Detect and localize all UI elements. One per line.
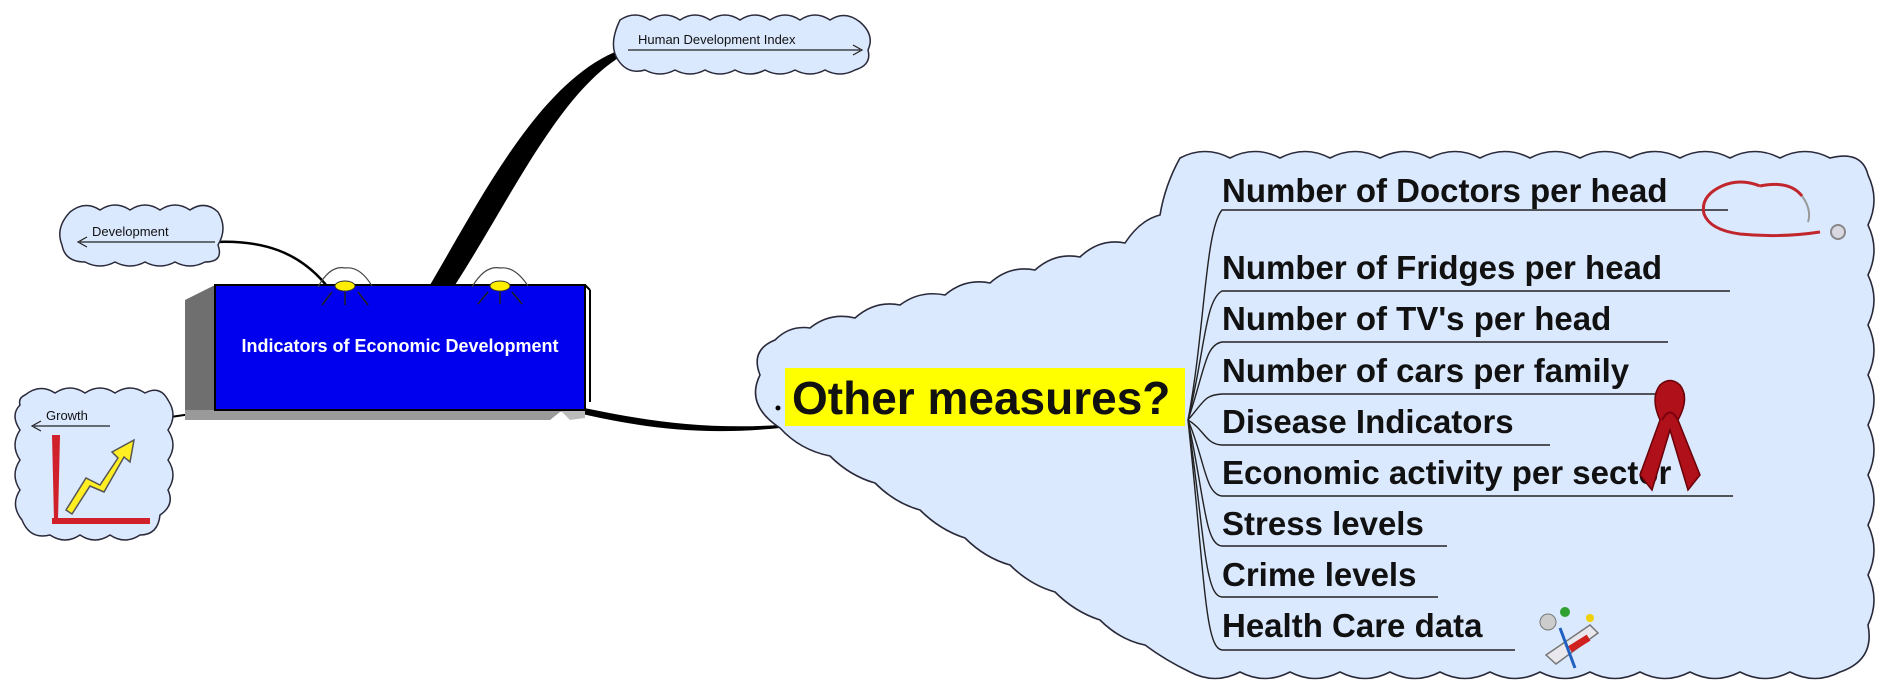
branch-lines (1187, 209, 1733, 651)
connector-other-measures (565, 404, 780, 432)
branch-cars[interactable]: Number of cars per family (1222, 352, 1630, 389)
branch-tvs[interactable]: Number of TV's per head (1222, 300, 1611, 337)
topic-human-development-index[interactable]: Human Development Index (612, 14, 871, 75)
topic-other-measures[interactable]: Other measures? Number of Doctors per he… (754, 150, 1875, 680)
growth-cloud (14, 387, 174, 541)
growth-chart-icon (52, 435, 150, 524)
branch-fridges[interactable]: Number of Fridges per head (1222, 249, 1662, 286)
health-care-icon (1539, 607, 1600, 669)
other-measures-label: Other measures? (792, 372, 1170, 424)
connector-development (214, 240, 331, 291)
growth-label: Growth (46, 408, 88, 423)
central-topic-box[interactable]: Indicators of Economic Development (185, 267, 591, 420)
branch-doctors[interactable]: Number of Doctors per head (1222, 172, 1668, 209)
branch-economic-activity[interactable]: Economic activity per sector (1222, 454, 1671, 491)
branch-disease[interactable]: Disease Indicators (1222, 403, 1514, 440)
branch-stress[interactable]: Stress levels (1222, 505, 1424, 542)
lightbulb-icon (317, 267, 373, 306)
box-face (214, 284, 586, 411)
hdi-cloud (612, 14, 871, 75)
stethoscope-icon (1701, 180, 1846, 240)
red-ribbon-icon (1639, 379, 1701, 492)
lightbulb-icon (471, 267, 529, 305)
other-measures-highlight (785, 368, 1185, 426)
central-topic-label: Indicators of Economic Development (241, 336, 558, 356)
topic-development[interactable]: Development (59, 204, 224, 267)
other-measures-cloud (754, 150, 1875, 680)
box-side (185, 285, 215, 410)
topic-growth[interactable]: Growth (14, 387, 174, 541)
development-label: Development (92, 224, 169, 239)
hdi-label: Human Development Index (638, 32, 796, 47)
branch-health-care[interactable]: Health Care data (1222, 607, 1483, 644)
branch-crime[interactable]: Crime levels (1222, 556, 1416, 593)
development-cloud (59, 204, 224, 267)
box-bottom (185, 410, 585, 420)
connector-hdi (430, 50, 625, 285)
